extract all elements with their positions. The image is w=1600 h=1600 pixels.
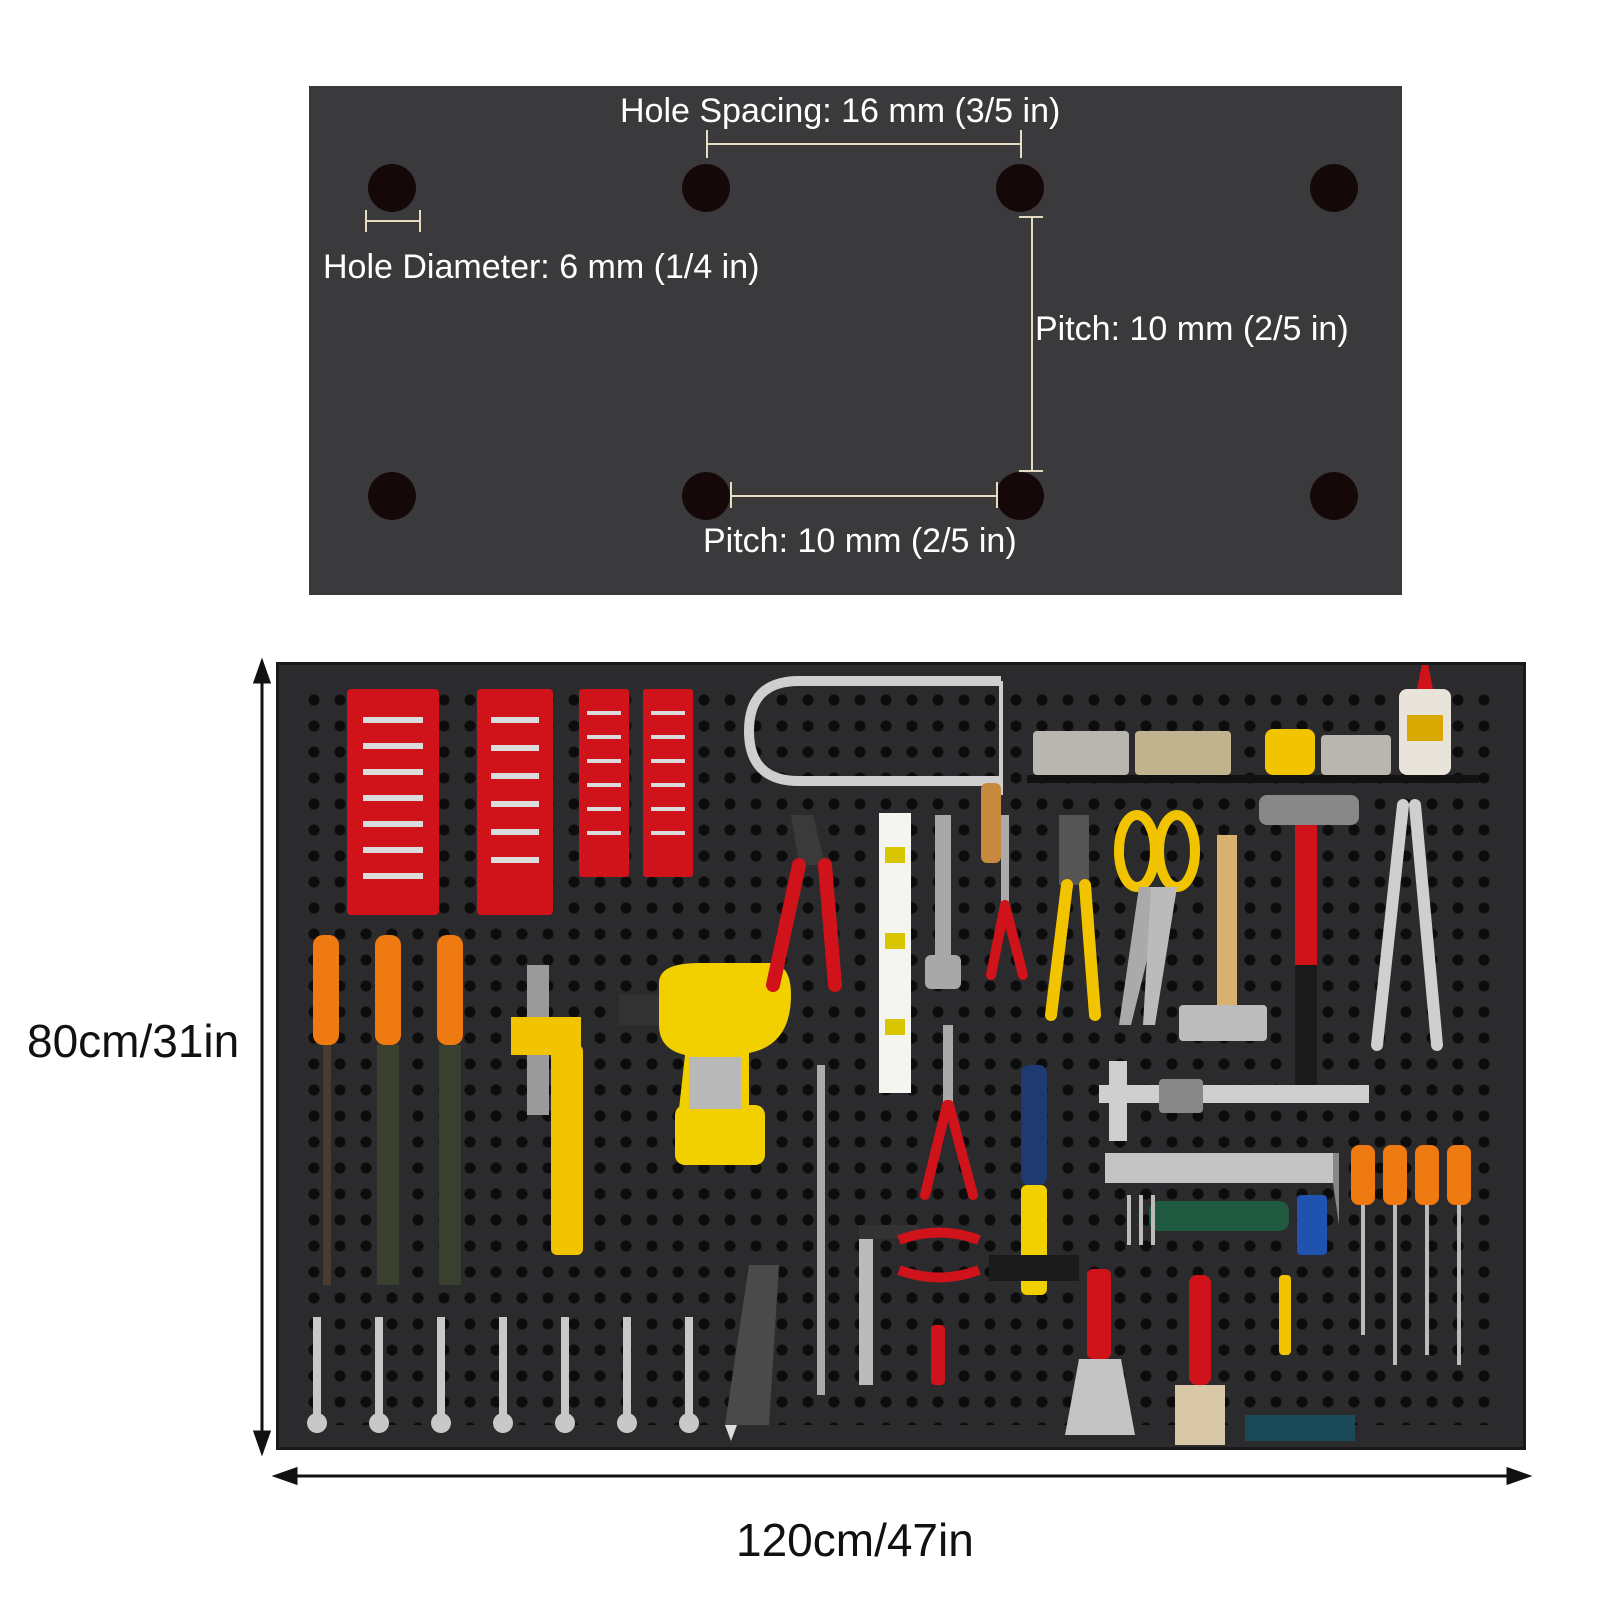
hole-diameter-tick-left <box>365 210 367 232</box>
paint-brush-icon <box>1175 1275 1225 1445</box>
height-label: 80cm/31in <box>27 1015 240 1067</box>
yellow-screwdriver-icon <box>989 1065 1079 1295</box>
hole-diameter-line <box>365 220 419 222</box>
tools-layer <box>307 665 1479 1445</box>
storage-shelf-icon <box>1027 665 1479 783</box>
tape-measure-icon <box>1297 1195 1327 1255</box>
files-icon <box>313 935 463 1285</box>
scraper-icon <box>1065 1269 1135 1435</box>
hole-spacing-line <box>706 143 1020 145</box>
mallet-icon <box>1179 835 1267 1041</box>
pitch-horizontal-tick-right <box>996 482 998 508</box>
hole-spacing-label: Hole Spacing: 16 mm (3/5 in) <box>620 92 1061 130</box>
hole-spacing-tick-left <box>706 130 708 158</box>
small-pliers-icon <box>986 815 1028 980</box>
pitch-vertical-line <box>1031 216 1033 470</box>
socket-organizer-icon <box>347 689 693 915</box>
pitch-vertical-label: Pitch: 10 mm (2/5 in) <box>1035 310 1349 348</box>
hole-bottom-3 <box>996 472 1044 520</box>
width-label: 120cm/47in <box>736 1514 974 1566</box>
hole-spacing-tick-right <box>1020 130 1022 158</box>
pitch-horizontal-label: Pitch: 10 mm (2/5 in) <box>703 522 1017 560</box>
hole-top-4 <box>1310 164 1358 212</box>
hole-top-1 <box>368 164 416 212</box>
hole-top-3 <box>996 164 1044 212</box>
pipe-wrench-icon <box>511 965 583 1255</box>
pegboard <box>276 662 1526 1450</box>
pitch-vertical-tick-top <box>1019 216 1043 218</box>
hole-detail-panel: Hole Spacing: 16 mm (3/5 in) Hole Diamet… <box>309 86 1402 595</box>
coping-saw-icon <box>743 676 1003 795</box>
width-arrow <box>271 1466 1533 1486</box>
utility-knife-icon <box>725 1265 779 1441</box>
yellow-pliers-icon <box>1045 815 1101 1021</box>
hole-diameter-label: Hole Diameter: 6 mm (1/4 in) <box>323 248 760 286</box>
water-pump-pliers-icon <box>1371 799 1443 1051</box>
square-ruler-icon <box>1105 1153 1339 1225</box>
pitch-horizontal-line <box>730 495 996 497</box>
adjustable-wrench-icon <box>925 815 961 989</box>
claw-hammer-icon <box>1259 795 1359 1085</box>
coping-saw-handle-icon <box>981 783 1001 863</box>
roller-icon <box>1245 1275 1355 1441</box>
wrenches-icon <box>307 1317 699 1433</box>
height-arrow <box>252 657 272 1457</box>
pitch-vertical-tick-bottom <box>1019 470 1043 472</box>
cordless-drill-icon <box>619 963 791 1165</box>
scissors-icon <box>1114 810 1200 1025</box>
punch-icon <box>817 1065 825 1395</box>
clamp-icon <box>859 1225 981 1385</box>
hole-bottom-4 <box>1310 472 1358 520</box>
screwdrivers-icon <box>1351 1145 1471 1365</box>
hole-bottom-2 <box>682 472 730 520</box>
hex-keys-icon <box>1127 1195 1289 1245</box>
pitch-horizontal-tick-left <box>730 482 732 508</box>
hole-top-2 <box>682 164 730 212</box>
hole-bottom-1 <box>368 472 416 520</box>
caliper-icon <box>1099 1061 1369 1141</box>
needle-nose-pliers-icon <box>920 1025 978 1200</box>
pliers-icon <box>766 815 842 992</box>
hole-diameter-tick-right <box>419 210 421 232</box>
